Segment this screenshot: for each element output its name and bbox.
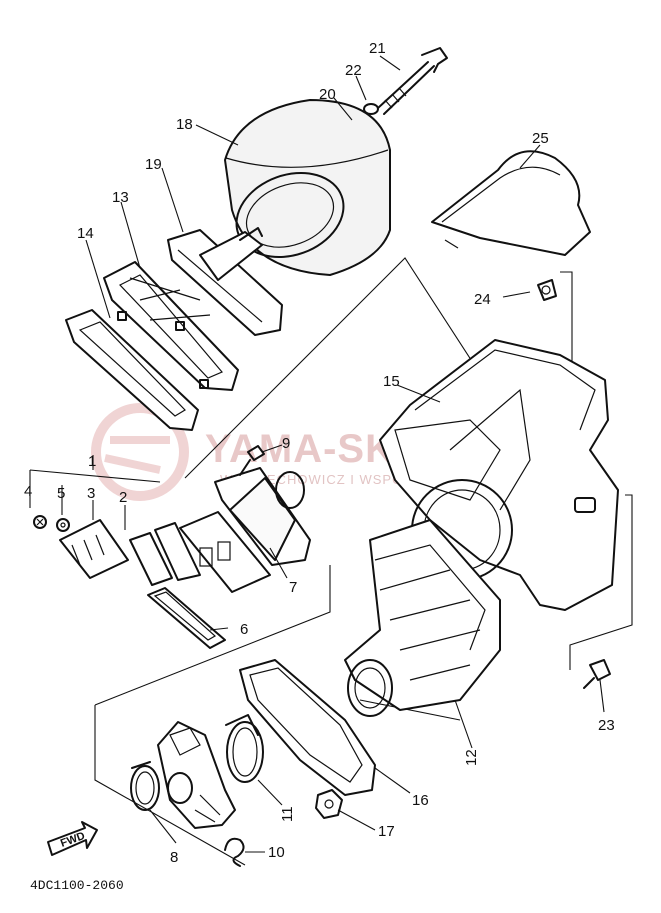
part-16-gasket [239, 659, 376, 796]
part-17-nut [315, 789, 343, 819]
part-18-air-filter-element [224, 99, 391, 276]
callout-12: 12 [463, 749, 480, 766]
leader-lines [29, 55, 605, 853]
callout-20: 20 [319, 86, 336, 103]
callout-19: 19 [145, 156, 162, 173]
part-25-side-cover [431, 150, 591, 256]
part-19-filter-guide [167, 227, 283, 336]
callout-7: 7 [289, 579, 297, 596]
part-24-bolt [537, 279, 557, 301]
callout-2: 2 [119, 489, 127, 506]
callout-13: 13 [112, 189, 129, 206]
callout-15: 15 [383, 373, 400, 390]
part-8-clamp [130, 761, 160, 811]
part-23-bolt [583, 659, 611, 689]
callout-8: 8 [170, 849, 178, 866]
forward-arrow-icon: FWD [47, 821, 98, 856]
part-7-reed-valve-assembly [214, 467, 311, 566]
watermark-logo-icon [91, 403, 189, 501]
part-22-spring-washer [363, 103, 379, 115]
callout-22: 22 [345, 62, 362, 79]
part-4-screw [33, 515, 47, 529]
part-6-gasket [147, 587, 226, 649]
part-2-reed-stopper [129, 522, 201, 586]
callout-16: 16 [412, 792, 429, 809]
callout-9: 9 [282, 435, 290, 452]
part-13-cage [103, 261, 239, 391]
callout-23: 23 [598, 717, 615, 734]
part-12-intake-joint [344, 519, 501, 717]
part-14-gasket-plate [65, 309, 199, 431]
callout-10: 10 [268, 844, 285, 861]
callout-1: 1 [88, 453, 96, 470]
callout-24: 24 [474, 291, 491, 308]
part-9-screw [239, 445, 265, 476]
callout-labels: 21 22 20 18 25 19 13 14 24 15 9 1 4 5 3 … [24, 40, 615, 866]
part-3-reed-petal [59, 519, 129, 579]
part-11-clamp [225, 714, 264, 783]
callout-5: 5 [57, 485, 65, 502]
part-1-reed-plate [179, 511, 271, 593]
callout-4: 4 [24, 483, 32, 500]
callout-3: 3 [87, 485, 95, 502]
callout-21: 21 [369, 40, 386, 57]
callout-17: 17 [378, 823, 395, 840]
part-5-washer [56, 518, 70, 532]
callout-25: 25 [532, 130, 549, 147]
diagram-code: 4DC1100-2060 [30, 878, 124, 893]
callout-18: 18 [176, 116, 193, 133]
callout-14: 14 [77, 225, 94, 242]
part-15-air-filter-case [379, 339, 619, 611]
callout-11: 11 [279, 806, 296, 822]
carburetor [157, 721, 236, 829]
part-10-clip [224, 837, 245, 867]
part-21-bolt [377, 47, 448, 115]
callout-6: 6 [240, 621, 248, 638]
